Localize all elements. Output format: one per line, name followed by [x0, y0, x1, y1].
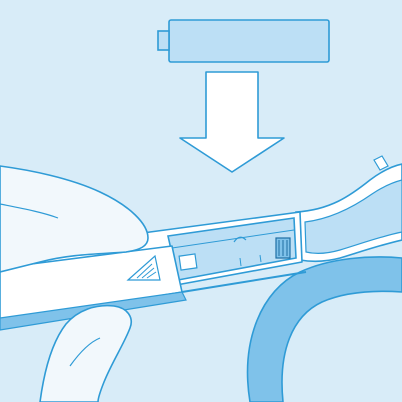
down-arrow-icon: [179, 71, 285, 173]
device-ring: [246, 256, 402, 402]
upper-hand: [0, 165, 149, 273]
grip-triangle-icon: [126, 254, 161, 281]
device-head: [295, 155, 402, 263]
spring-contact-icon: [275, 237, 291, 259]
lower-hand: [39, 304, 132, 402]
battery-icon: [157, 19, 330, 63]
